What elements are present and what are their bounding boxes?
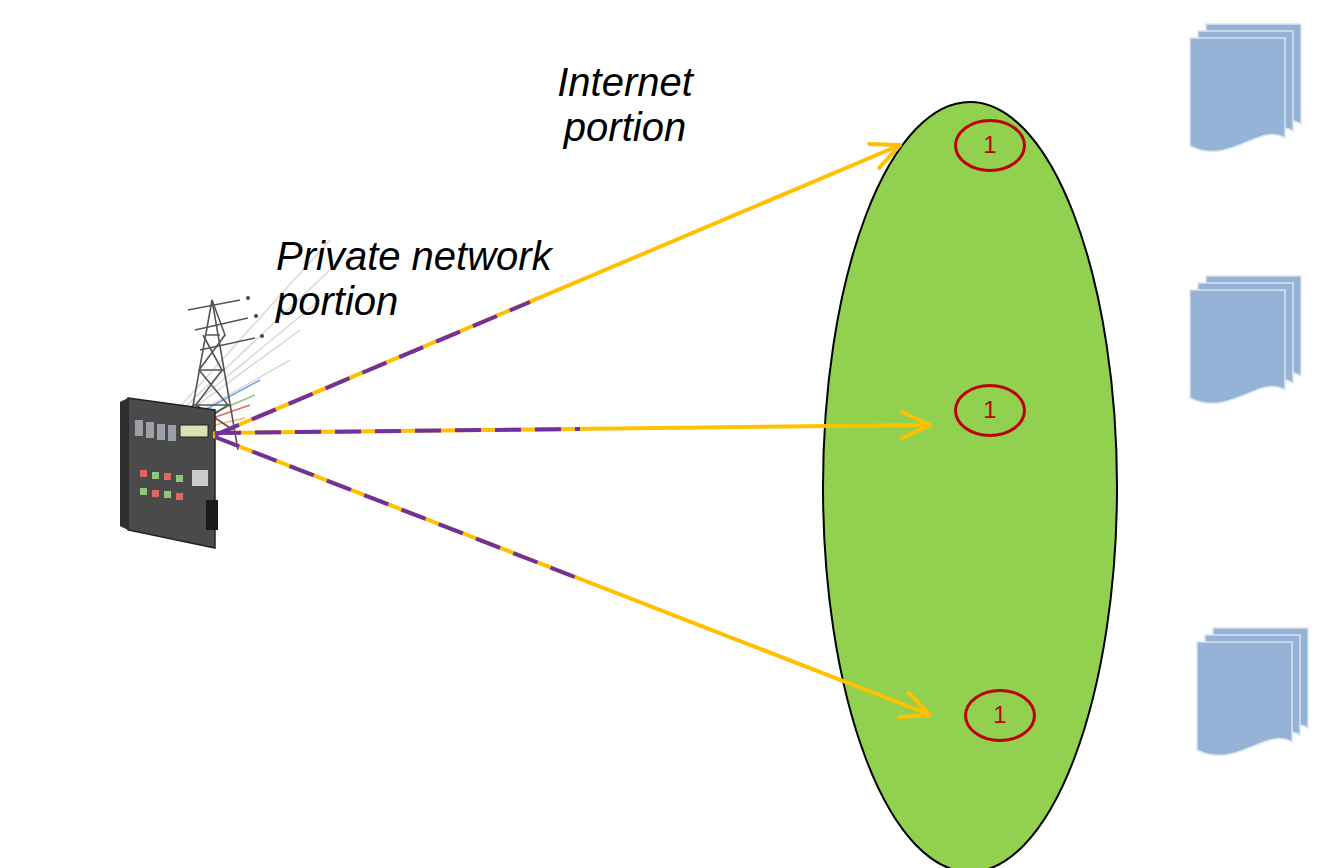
document-stacks — [1190, 24, 1308, 755]
network-region — [823, 102, 1117, 868]
callout-number: 1 — [993, 702, 1006, 728]
callout-number: 1 — [983, 132, 996, 158]
network-portion-label: Private network portion — [276, 234, 621, 324]
callout-oval: 1 — [954, 384, 1026, 437]
callout-number: 1 — [983, 397, 996, 423]
arrows — [215, 144, 930, 717]
relay-device — [120, 398, 218, 548]
callout-oval: 1 — [954, 119, 1026, 172]
network-portion-label: Internet portion — [540, 60, 710, 150]
callout-oval: 1 — [964, 689, 1036, 742]
